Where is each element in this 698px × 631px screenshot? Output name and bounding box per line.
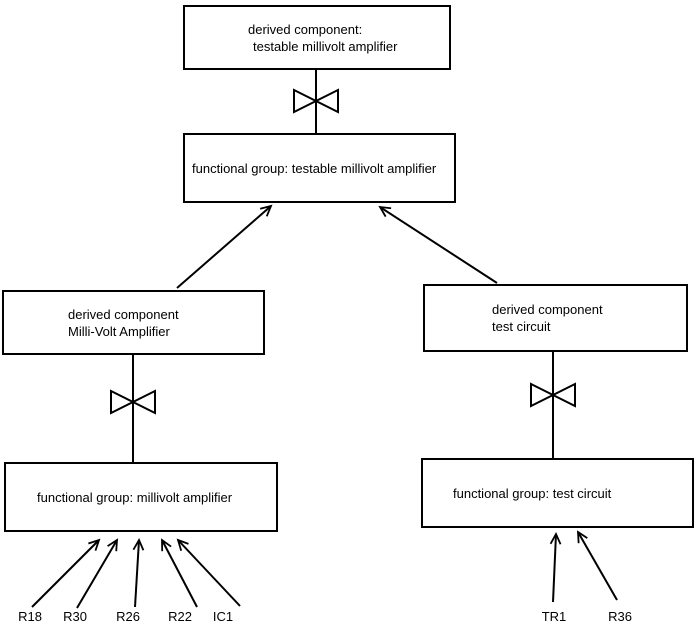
box-top-functional-group: functional group: testable millivolt amp…	[183, 133, 456, 203]
box-left-derived-component: derived component Milli-Volt Amplifier	[2, 290, 265, 355]
box-left-functional-group: functional group: millivolt amplifier	[4, 462, 278, 532]
bowtie-icon	[530, 382, 576, 408]
box-label: derived component:	[248, 21, 363, 37]
box-right-derived-component: derived component test circuit	[423, 284, 688, 352]
box-label: derived component	[492, 302, 603, 317]
box-label: testable millivolt amplifier	[253, 38, 398, 54]
component-label-r22: R22	[168, 609, 192, 624]
component-label-r26: R26	[116, 609, 140, 624]
arrow-right-derived-to-top-functional	[378, 205, 498, 284]
component-label-ic1: IC1	[212, 609, 234, 624]
arrow-r26	[132, 537, 145, 608]
bowtie-icon	[110, 389, 156, 415]
component-label-tr1: TR1	[541, 609, 567, 624]
component-label-r30: R30	[63, 609, 87, 624]
component-label-r18: R18	[18, 609, 42, 624]
box-label: functional group: test circuit	[453, 485, 612, 501]
arrow-left-derived-to-top-functional	[176, 204, 273, 289]
box-label: functional group: millivolt amplifier	[37, 489, 233, 505]
box-label: functional group: testable millivolt amp…	[192, 160, 437, 176]
box-right-functional-group: functional group: test circuit	[421, 458, 694, 528]
box-label: Milli-Volt Amplifier	[68, 323, 170, 339]
arrow-r22	[161, 538, 198, 608]
bowtie-icon	[293, 88, 339, 114]
box-label: derived component	[68, 306, 179, 322]
box-top-derived-component: derived component: testable millivolt am…	[183, 5, 451, 70]
arrow-ic1	[176, 538, 241, 607]
arrow-r30	[76, 538, 119, 609]
arrow-r36	[576, 530, 618, 601]
arrow-tr1	[549, 531, 562, 603]
box-label: test circuit	[492, 319, 551, 334]
component-label-r36: R36	[608, 609, 632, 624]
arrow-r18	[31, 538, 101, 608]
